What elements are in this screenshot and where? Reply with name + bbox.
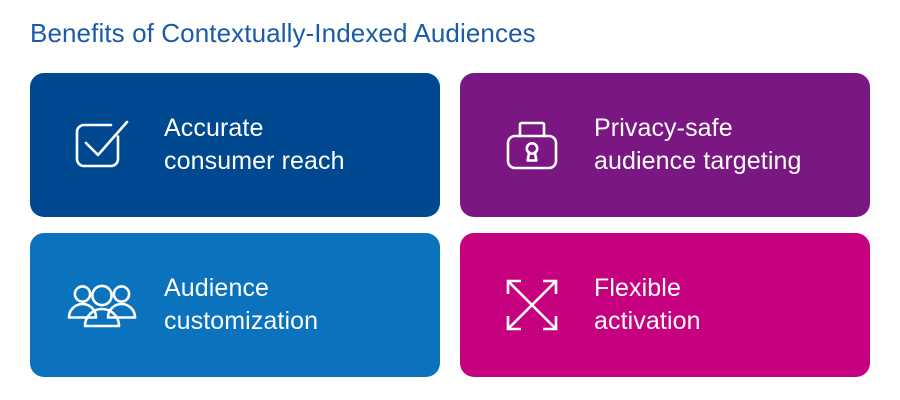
benefit-card-label: Privacy-safe audience targeting: [594, 114, 802, 175]
benefit-card-label: Audience customization: [164, 274, 319, 335]
benefit-card-flexible-activation[interactable]: Flexible activation: [460, 233, 870, 377]
people-group-icon: [64, 267, 140, 343]
benefit-card-label: Accurate consumer reach: [164, 114, 345, 175]
padlock-icon: [494, 107, 570, 183]
benefit-card-audience-customization[interactable]: Audience customization: [30, 233, 440, 377]
benefit-card-accurate-consumer-reach[interactable]: Accurate consumer reach: [30, 73, 440, 217]
expand-arrows-icon: [494, 267, 570, 343]
benefit-card-label: Flexible activation: [594, 274, 701, 335]
benefits-card-grid: Accurate consumer reach Privacy-safe aud…: [30, 73, 870, 377]
benefit-card-privacy-safe-audience-targeting[interactable]: Privacy-safe audience targeting: [460, 73, 870, 217]
page-title: Benefits of Contextually-Indexed Audienc…: [30, 18, 536, 48]
checkbox-check-icon: [64, 107, 140, 183]
